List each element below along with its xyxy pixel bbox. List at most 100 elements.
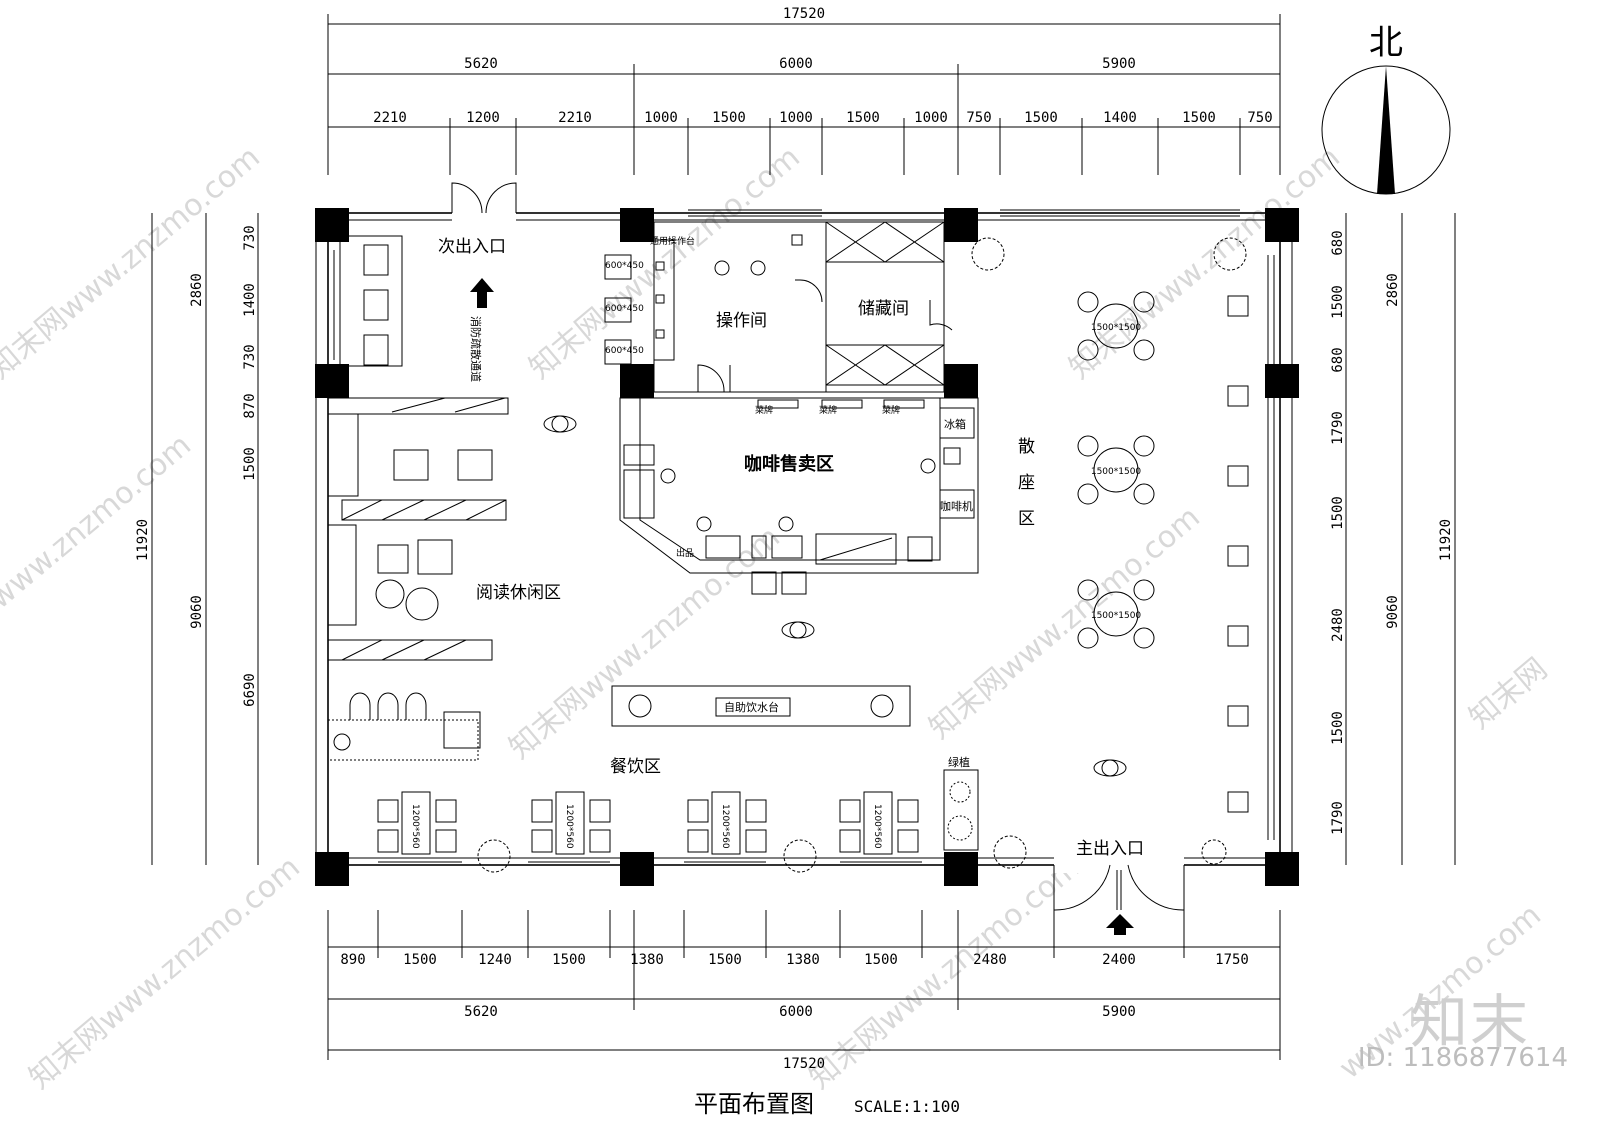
label-main-entrance: 主出入口	[1076, 839, 1144, 859]
round-table	[1077, 291, 1155, 361]
label-shelf: 600*450	[605, 261, 644, 271]
label-menu: 菜牌	[819, 404, 837, 416]
label-fire-exit: 消防疏散通道	[469, 316, 483, 382]
column	[315, 364, 349, 398]
watermark: 知末网www.znzmo.com	[803, 850, 1087, 1096]
dim-top-detail: 750	[966, 110, 991, 126]
dim-top-detail: 1500	[1182, 110, 1216, 126]
arrow-up-icon	[470, 278, 494, 308]
column	[1265, 852, 1299, 886]
column	[1265, 208, 1299, 242]
dim-right-detail: 1790	[1330, 801, 1346, 835]
north-label: 北	[1369, 23, 1403, 63]
dim-top-mid: 5620	[464, 56, 498, 72]
label-reading-lounge: 阅读休闲区	[476, 583, 561, 603]
label-shelf: 600*450	[605, 346, 644, 356]
dim-bottom-detail: 1500	[708, 952, 742, 968]
dining-table	[377, 791, 457, 855]
main-entrance-door	[1053, 855, 1185, 935]
dim-right-detail: 2480	[1330, 608, 1346, 642]
label-rect-table: 1200*560	[564, 804, 574, 849]
column	[1265, 364, 1299, 398]
dim-top-detail: 1500	[712, 110, 746, 126]
dim-bottom-detail: 1500	[552, 952, 586, 968]
dim-bottom-detail: 1240	[478, 952, 512, 968]
label-fridge: 冰箱	[944, 417, 966, 431]
scale-text: SCALE:1:100	[854, 1097, 960, 1116]
room-labels: 次出入口 消防疏散通道 操作间 储藏间 咖啡售卖区 散 座 区 阅读休闲区 餐饮…	[438, 237, 1144, 859]
kitchen-block	[604, 221, 953, 393]
dim-bottom: 890 1500 1240 1500 1380 1500 1380 1500 2…	[340, 952, 1249, 1072]
dim-right-detail: 680	[1330, 347, 1346, 372]
dim-right-mid: 2860	[1385, 273, 1401, 307]
column	[944, 852, 978, 886]
dim-bottom-mid: 5620	[464, 1004, 498, 1020]
dim-top-detail: 1000	[914, 110, 948, 126]
dim-top-total: 17520	[783, 6, 825, 22]
dim-right-detail: 680	[1330, 230, 1346, 255]
watermark: 知末网	[1463, 651, 1554, 736]
dim-top-detail: 1400	[1103, 110, 1137, 126]
watermark: 知末网www.znzmo.com	[1063, 140, 1347, 386]
dim-left-total: 11920	[135, 519, 151, 561]
dim-bottom-detail: 1380	[630, 952, 664, 968]
column	[315, 852, 349, 886]
label-water-station: 自助饮水台	[724, 700, 779, 714]
watermark: 知末网www.znzmo.com	[0, 140, 267, 386]
watermark: 知末网www.znzmo.com	[503, 520, 787, 766]
label-coffee-sales: 咖啡售卖区	[744, 453, 834, 475]
column	[315, 208, 349, 242]
round-tables	[1077, 291, 1155, 649]
furniture-labels: 通用操作台 菜牌 菜牌 菜牌 冰箱 咖啡机 出品 600*450 600*450…	[410, 235, 1141, 849]
watermark: 知末网www.znzmo.com	[523, 140, 807, 386]
dim-bottom-mid: 5900	[1102, 1004, 1136, 1020]
north-arrow-icon	[1377, 66, 1395, 194]
dim-top-mid: 6000	[779, 56, 813, 72]
watermarks: 知末网www.znzmo.com www.znzmo.com 知末网www.zn…	[0, 140, 1554, 1096]
dim-top-mid: 5900	[1102, 56, 1136, 72]
label-dining-area: 餐饮区	[610, 757, 661, 777]
dim-top-detail: 2210	[558, 110, 592, 126]
round-table	[1077, 435, 1155, 505]
label-seating-2: 座	[1018, 473, 1035, 493]
brand-logo: 知末	[1409, 988, 1530, 1056]
dim-bottom-detail: 1380	[786, 952, 820, 968]
dim-left: 11920 2860 9060 730 1400 730 870 1500 66…	[135, 225, 258, 707]
dim-bottom-detail: 890	[340, 952, 365, 968]
dim-top-detail: 2210	[373, 110, 407, 126]
dim-bottom-detail: 1500	[864, 952, 898, 968]
north-arrow: 北	[1321, 23, 1451, 195]
wall-bar-chairs	[1227, 295, 1249, 813]
column	[620, 208, 654, 242]
label-green-plant: 绿植	[948, 755, 970, 769]
dim-right-detail: 1500	[1330, 285, 1346, 319]
dim-left-detail: 6690	[242, 673, 258, 707]
round-table	[1077, 579, 1155, 649]
dim-top-detail: 1000	[644, 110, 678, 126]
label-storage-room: 储藏间	[858, 299, 909, 319]
structural-columns	[315, 208, 1299, 886]
dim-bottom-detail: 2480	[973, 952, 1007, 968]
water-station-counter	[611, 685, 911, 727]
dim-bottom-mid: 6000	[779, 1004, 813, 1020]
people-figures	[543, 260, 1127, 777]
label-rect-table: 1200*560	[872, 804, 882, 849]
column	[944, 364, 978, 398]
dim-top: 17520 5620 6000 5900 2210 1200 2210 1000…	[373, 6, 1273, 126]
label-menu: 菜牌	[755, 404, 773, 416]
drawing-title: 平面布置图 SCALE:1:100	[694, 1090, 960, 1118]
dim-right-total: 11920	[1438, 519, 1454, 561]
dim-right: 680 1500 680 1790 1500 2480 1500 1790 28…	[1330, 230, 1454, 835]
label-seating-1: 散	[1018, 437, 1035, 457]
label-rect-table: 1200*560	[410, 804, 420, 849]
coffee-counter	[619, 397, 979, 595]
secondary-entrance-door	[451, 182, 517, 223]
dim-top-detail: 750	[1247, 110, 1272, 126]
dining-table	[839, 791, 919, 855]
column	[944, 208, 978, 242]
watermark: 知末网www.znzmo.com	[23, 850, 307, 1096]
watermark: 知末网www.znzmo.com	[923, 500, 1207, 746]
dim-bottom-total: 17520	[783, 1056, 825, 1072]
title-text: 平面布置图	[694, 1090, 814, 1118]
dim-top-detail: 1200	[466, 110, 500, 126]
